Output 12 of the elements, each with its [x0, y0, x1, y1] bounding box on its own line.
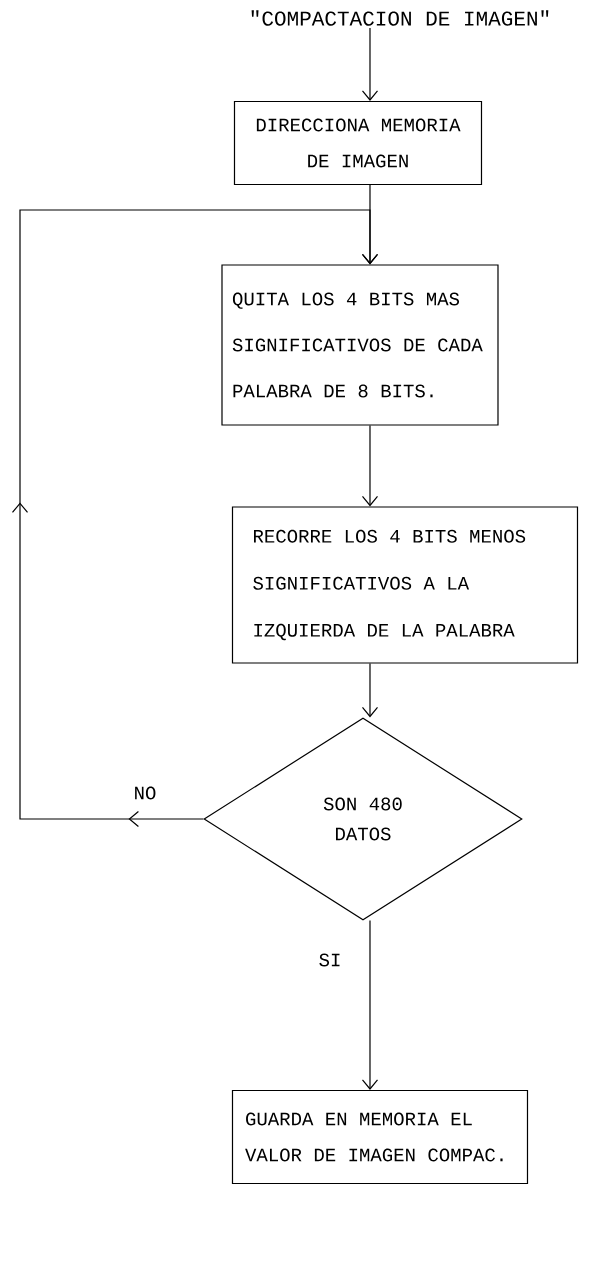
arrow	[361, 425, 379, 507]
process-box: GUARDA EN MEMORIA EL VALOR DE IMAGEN COMPAC.	[231, 1089, 529, 1185]
edge-label: NO	[132, 785, 158, 801]
arrow	[361, 27, 379, 101]
edge-label: SI	[317, 952, 343, 968]
process-box: RECORRE LOS 4 BITS MENOS SIGNIFICATIVOS A LA IZQUIERDA DE LA PALABRA	[231, 506, 579, 664]
arrow	[361, 663, 379, 718]
arrow	[11, 209, 379, 828]
title-text: "COMPACTACION DE IMAGEN"	[251, 10, 549, 26]
process-box: QUITA LOS 4 BITS MAS SIGNIFICATIVOS DE CADA PALABRA DE 8 BITS.	[221, 264, 499, 426]
process-box: DIRECCIONA MEMORIA DE IMAGEN	[233, 100, 483, 186]
arrow	[361, 920, 379, 1090]
